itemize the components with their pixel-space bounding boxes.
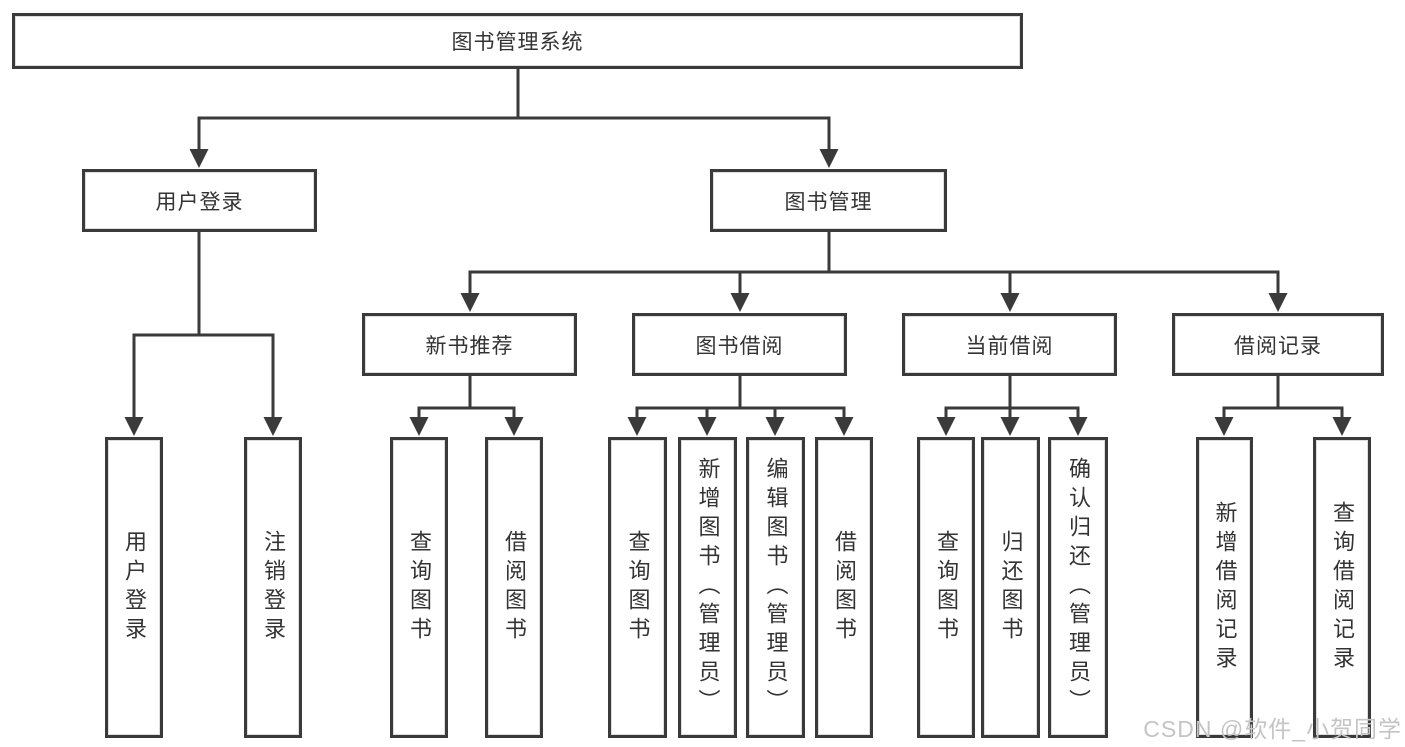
node-label: 注销登录 (261, 529, 286, 646)
node-label: 借阅记录 (1234, 334, 1322, 358)
leaf-borrow-books: 借阅图书 (815, 437, 873, 738)
node-label: 查询图书 (934, 529, 959, 646)
leaf-query-borrow-record: 查询借阅记录 (1313, 437, 1371, 738)
node-label: 当前借阅 (965, 334, 1054, 358)
node-label: 图书管理 (784, 190, 873, 214)
node-label: 用户登录 (122, 529, 147, 646)
leaf-user-login: 用户登录 (105, 437, 163, 738)
node-label: 用户登录 (155, 190, 244, 214)
leaf-add-borrow-record: 新增借阅记录 (1196, 437, 1253, 738)
leaf-confirm-return-admin: 确认归还（管理员） (1048, 437, 1108, 738)
node-new-book-recommend: 新书推荐 (362, 313, 577, 376)
node-label: 新增借阅记录 (1212, 500, 1238, 675)
node-label: 新书推荐 (425, 334, 514, 358)
node-label: 新增图书（管理员） (695, 457, 721, 718)
node-label: 确认归还（管理员） (1066, 457, 1091, 718)
leaf-query-books-current: 查询图书 (917, 437, 975, 738)
node-label: 借阅图书 (502, 529, 527, 646)
leaf-query-books-recommend: 查询图书 (390, 437, 448, 738)
node-label: 查询借阅记录 (1330, 500, 1355, 675)
leaf-edit-book-admin: 编辑图书（管理员） (746, 437, 805, 738)
node-label: 借阅图书 (832, 529, 857, 646)
node-book-management: 图书管理 (710, 169, 947, 232)
leaf-logout: 注销登录 (244, 437, 302, 738)
node-label: 编辑图书（管理员） (763, 457, 789, 718)
node-label: 归还图书 (998, 529, 1024, 646)
node-label: 查询图书 (625, 529, 651, 646)
node-borrow-records: 借阅记录 (1172, 313, 1384, 376)
node-current-borrow: 当前借阅 (902, 313, 1117, 376)
leaf-query-books-borrow: 查询图书 (608, 437, 667, 738)
node-user-login: 用户登录 (82, 169, 317, 232)
node-library-management-system: 图书管理系统 (12, 13, 1023, 69)
node-label: 查询图书 (407, 529, 432, 646)
csdn-watermark: CSDN @软件_小贺同学 (1143, 716, 1402, 742)
node-book-borrow: 图书借阅 (632, 313, 847, 376)
node-label: 图书借阅 (695, 334, 784, 358)
leaf-add-book-admin: 新增图书（管理员） (678, 437, 737, 738)
leaf-borrow-books-recommend: 借阅图书 (485, 437, 543, 738)
node-label: 图书管理系统 (451, 31, 584, 54)
leaf-return-books: 归还图书 (981, 437, 1040, 738)
